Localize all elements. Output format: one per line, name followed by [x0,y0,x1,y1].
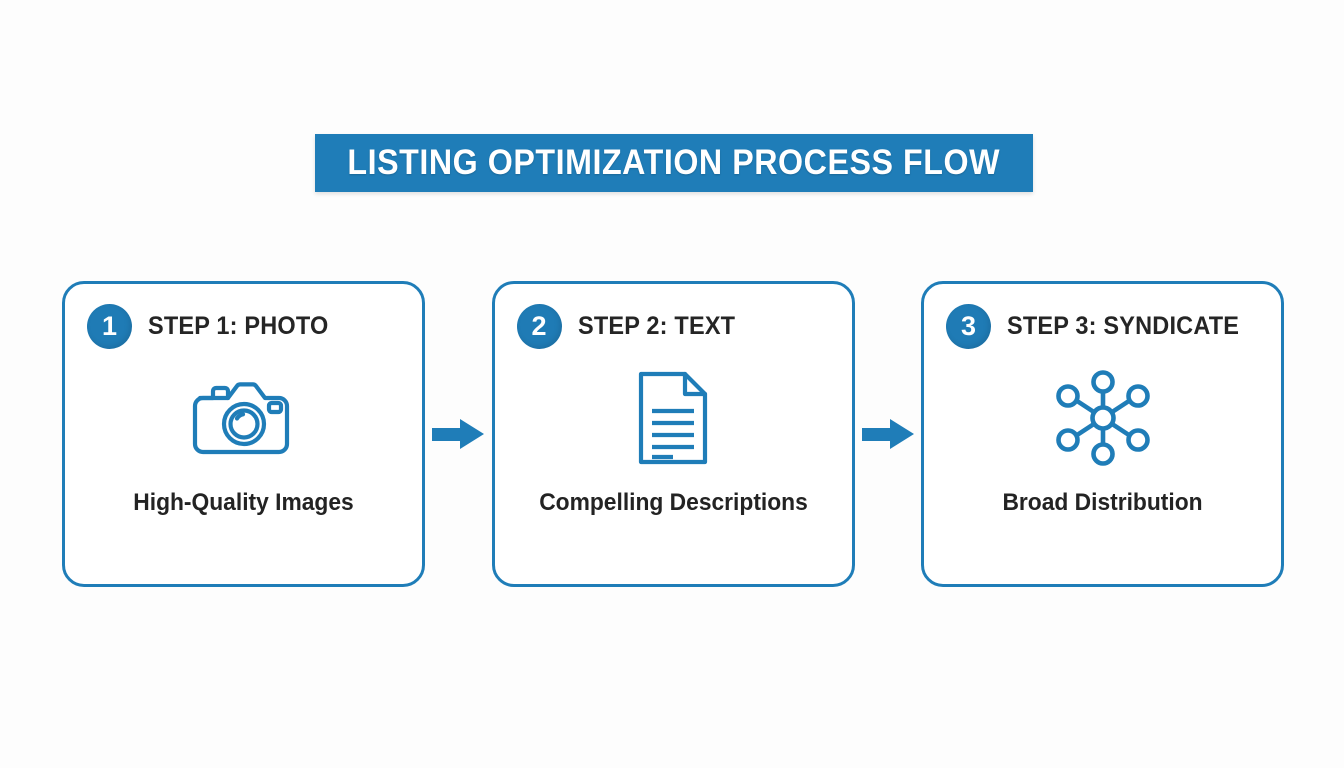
step-card-1-caption: High-Quality Images [133,489,354,516]
title-banner: LISTING OPTIMIZATION PROCESS FLOW [315,134,1033,192]
connector-2 [855,281,922,587]
step-card-2-caption: Compelling Descriptions [538,489,808,516]
arrow-shaft [861,428,894,441]
arrow-head [460,419,485,449]
step-card-2-header: 2 STEP 2: TEXT [516,304,852,349]
page-title: LISTING OPTIMIZATION PROCESS FLOW [347,143,1001,182]
step-card-1[interactable]: 1 STEP 1: PHOTO High-Quality Images [62,281,425,587]
step-number-badge-2: 2 [516,304,562,349]
step-number-badge-1: 1 [87,304,132,349]
arrow-right-icon [861,419,914,449]
step-number-badge-3: 3 [946,304,991,349]
network-icon [1055,370,1150,466]
arrow-head [889,419,914,449]
step-card-1-title: STEP 1: PHOTO [148,312,329,340]
step-card-1-header: 1 STEP 1: PHOTO [87,304,422,349]
document-icon [638,371,708,465]
process-flow: 1 STEP 1: PHOTO High-Quality Images [62,281,1284,587]
arrow-shaft [432,428,465,441]
connector-1 [425,281,492,587]
arrow-right-icon [432,419,485,449]
step-card-2-icon-area [495,363,852,473]
camera-icon [192,382,289,455]
step-card-1-icon-area [65,363,422,473]
step-card-3-header: 3 STEP 3: SYNDICATE [946,304,1281,349]
step-card-3-caption: Broad Distribution [1002,489,1203,516]
step-card-2[interactable]: 2 STEP 2: TEXT Compelling Descriptions [491,281,855,587]
step-card-3[interactable]: 3 STEP 3: SYNDICATE [921,281,1284,587]
step-card-3-title: STEP 3: SYNDICATE [1007,312,1240,340]
step-card-2-title: STEP 2: TEXT [577,312,735,340]
step-card-3-icon-area [924,363,1281,473]
